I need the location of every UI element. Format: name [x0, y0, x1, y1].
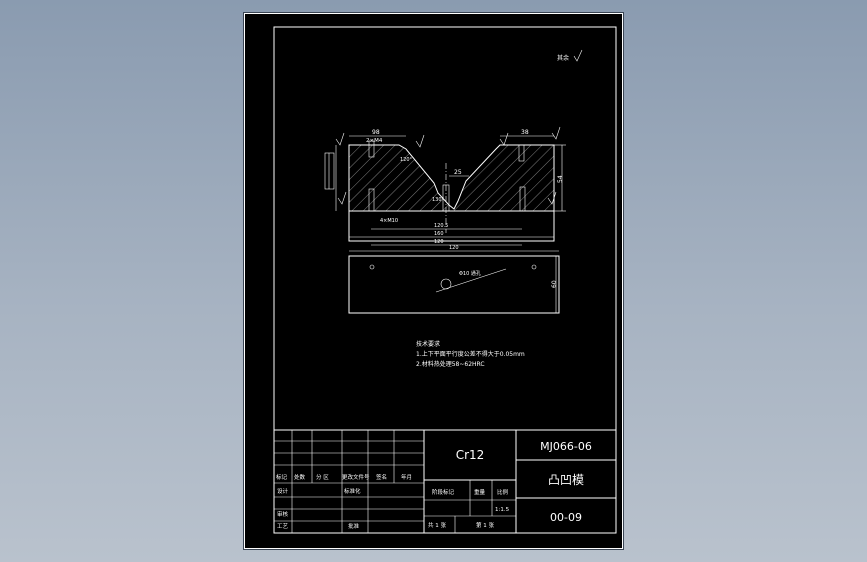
plan-height: 60	[551, 280, 558, 288]
flatness-frame	[324, 152, 335, 190]
plan-hole	[369, 264, 375, 270]
inner-frame	[273, 26, 617, 534]
roughness-mark	[335, 132, 345, 146]
plan-view: 120 Φ10 通孔 60	[348, 245, 560, 314]
plan-hole	[531, 264, 537, 270]
label-weight: 重量	[474, 488, 486, 496]
section-outline	[348, 144, 555, 212]
plan-dim: 120	[449, 245, 459, 251]
roughness-mark	[551, 126, 561, 140]
angle-130: 130°	[432, 197, 445, 203]
roughness-symbol	[573, 49, 583, 62]
hdr-zone: 分 区	[316, 473, 329, 481]
hdr-sign: 签名	[376, 473, 387, 481]
label-review: 审核	[277, 510, 289, 518]
scale-value: 1:1.5	[495, 507, 510, 513]
cad-drawing: 其余 54 98 2×M4 38 25 120° 130° 4×M	[244, 13, 623, 549]
bolt-hole	[519, 186, 526, 212]
material: Cr12	[456, 448, 485, 462]
dim-54: 54	[557, 175, 564, 183]
label-scale: 比例	[497, 488, 509, 496]
roughness-mark	[337, 191, 347, 205]
label-stage-mark: 阶段标记	[432, 488, 455, 496]
dim-160: 160	[434, 231, 444, 237]
hdr-change: 更改文件号	[342, 473, 370, 481]
tech-req-title: 技术要求	[416, 340, 440, 348]
doc-number: 00-09	[550, 511, 582, 524]
sheet-number: 第 1 张	[476, 521, 494, 529]
drawing-number: MJ066-06	[540, 440, 592, 453]
tech-req-line2: 2.材料热处理58~62HRC	[416, 360, 485, 368]
roughness-mark	[499, 132, 509, 146]
part-name: 凸凹模	[548, 473, 584, 487]
dim-25: 25	[454, 169, 462, 176]
bolt-hole	[368, 188, 375, 212]
label-process: 工艺	[277, 523, 289, 530]
dim-2xM4: 2×M4	[366, 138, 383, 144]
label-approve: 批准	[348, 522, 360, 530]
front-view: 54 98 2×M4 38 25 120° 130° 4×M10 120.5 1…	[324, 126, 566, 246]
dim-120-5: 120.5	[434, 223, 448, 229]
title-block: 标记 处数 分 区 更改文件号 签名 年月 设计 标准化 审核 工艺 批准 Cr…	[274, 429, 616, 533]
dim-4xM10: 4×M10	[380, 218, 398, 224]
thread-hole	[368, 140, 375, 158]
angle-120: 120°	[400, 157, 413, 163]
roughness-mark	[547, 191, 557, 205]
plan-outline	[348, 255, 560, 314]
outer-border	[244, 13, 623, 549]
dim-38: 38	[521, 129, 529, 136]
plan-dia: Φ10 通孔	[459, 270, 481, 277]
dim-120: 120	[434, 239, 444, 245]
base-plate	[348, 210, 555, 242]
hdr-date: 年月	[401, 473, 412, 481]
roughness-note: 其余	[557, 54, 569, 62]
label-design: 设计	[277, 487, 289, 495]
thread-hole	[518, 144, 525, 162]
hdr-count: 处数	[294, 473, 306, 481]
label-standard: 标准化	[344, 487, 361, 495]
sheets-total: 共 1 张	[428, 521, 446, 529]
roughness-mark	[415, 134, 425, 148]
section-hatch	[349, 145, 554, 211]
hdr-mark: 标记	[276, 473, 288, 481]
tech-req-line1: 1.上下平面平行度公差不得大于0.05mm	[416, 350, 525, 358]
dim-98: 98	[372, 129, 380, 136]
drawing-sheet: 其余 54 98 2×M4 38 25 120° 130° 4×M	[244, 13, 623, 549]
